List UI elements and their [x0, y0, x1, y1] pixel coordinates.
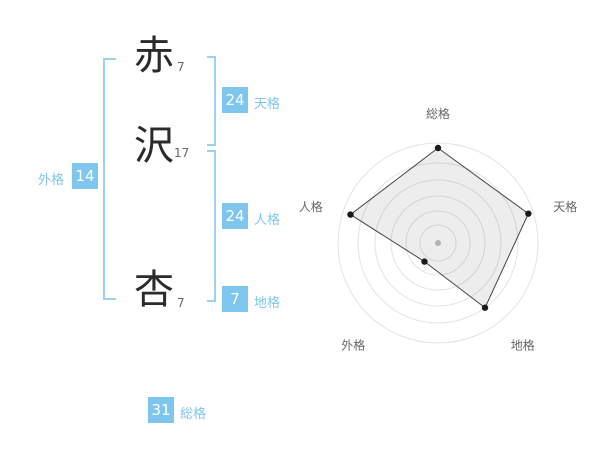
radar-axis-label: 総格 — [426, 106, 450, 121]
chikaku-label: 地格 — [254, 296, 281, 311]
gaikaku-value-badge: 14 — [72, 163, 98, 189]
surname-char-1: 赤 — [134, 33, 174, 79]
radar-vertex-dot — [434, 144, 442, 152]
surname-char-2-strokes: 17 — [174, 146, 190, 160]
radar-ring — [419, 224, 457, 262]
soukaku-value-badge: 31 — [148, 397, 174, 423]
jinkaku-label: 人格 — [254, 213, 281, 228]
tenkaku-label: 天格 — [254, 97, 281, 112]
chikaku-value-badge: 7 — [222, 286, 248, 312]
tenkaku-value-badge: 24 — [222, 87, 248, 113]
jinkaku-bracket — [207, 150, 216, 302]
radar-vertex-dot — [481, 304, 489, 311]
given-name-char-1-strokes: 7 — [177, 296, 185, 310]
jinkaku-value-badge: 24 — [222, 203, 248, 229]
radar-axis-label: 天格 — [553, 199, 577, 214]
radar-ring — [357, 162, 519, 324]
surname-char-2: 沢 — [134, 123, 174, 169]
given-name-char-1: 杏 — [134, 267, 174, 313]
radar-ring — [337, 142, 539, 344]
radar-axis-label: 地格 — [511, 338, 535, 353]
gaikaku-label: 外格 — [38, 173, 65, 188]
fortune-radar-chart: 総格天格地格 外格 人格 — [295, 105, 595, 385]
radar-vertex-dot — [347, 211, 354, 218]
radar-vertex-dot — [421, 258, 428, 265]
radar-ring — [405, 210, 471, 276]
radar-vertex-dot — [525, 210, 532, 217]
radar-axis-label: 人格 — [299, 199, 323, 214]
radar-center-dot — [435, 240, 441, 246]
gaikaku-bracket — [103, 58, 116, 300]
radar-axis-label: 外格 — [341, 338, 365, 353]
radar-ring — [374, 179, 502, 307]
soukaku-label: 総格 — [180, 407, 207, 422]
radar-ring — [390, 195, 486, 291]
tenkaku-bracket — [207, 56, 216, 146]
surname-char-1-strokes: 7 — [177, 60, 185, 74]
radar-polygon — [349, 147, 529, 309]
